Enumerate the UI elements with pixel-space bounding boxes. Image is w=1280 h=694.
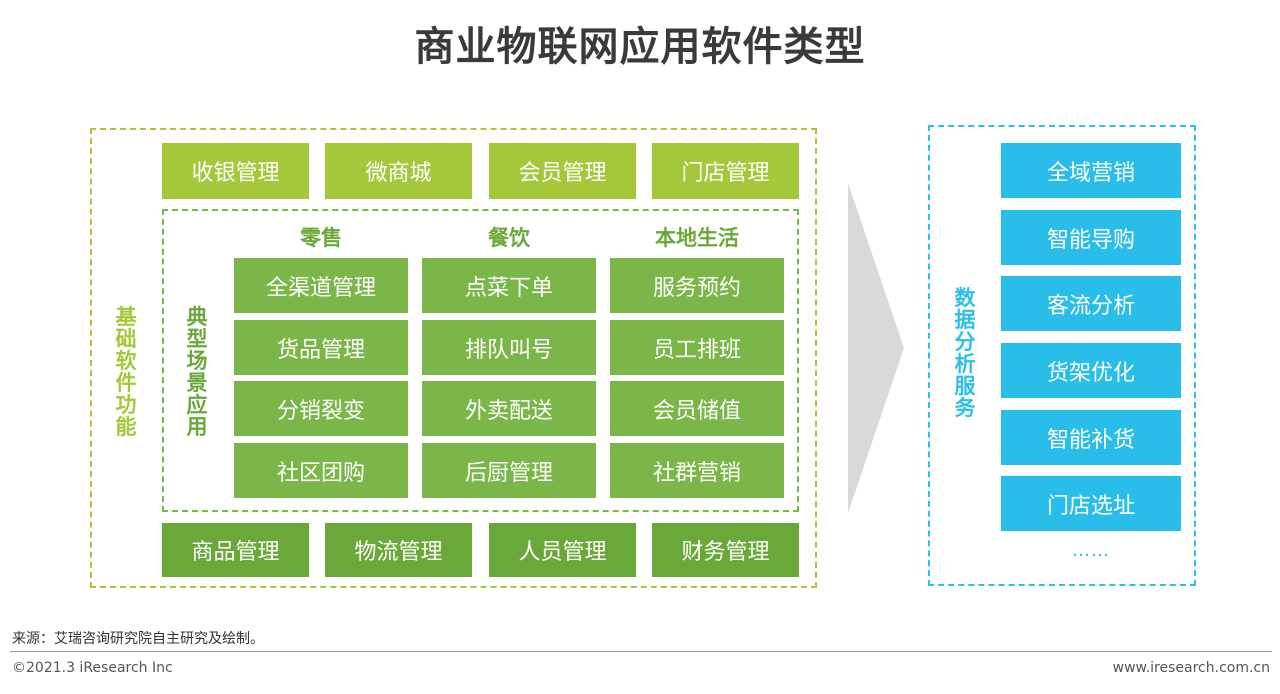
data-item: 智能导购 xyxy=(1001,210,1181,265)
scene-item: 货品管理 xyxy=(234,320,408,375)
flow-arrow-icon xyxy=(848,183,904,513)
scene-application-frame xyxy=(162,209,799,512)
scene-item: 员工排班 xyxy=(610,320,784,375)
vertical-label-char: 能 xyxy=(115,415,137,439)
base-software-frame xyxy=(90,128,817,588)
vertical-label-char: 数 xyxy=(954,286,976,310)
scene-item: 分销裂变 xyxy=(234,381,408,436)
vertical-label-char: 型 xyxy=(186,327,208,351)
vertical-label-char: 功 xyxy=(115,393,137,417)
data-item: 智能补货 xyxy=(1001,410,1181,465)
vertical-label-char: 景 xyxy=(186,371,208,395)
scene-item: 服务预约 xyxy=(610,258,784,313)
vertical-label-char: 件 xyxy=(115,371,137,395)
scene-item: 社群营销 xyxy=(610,443,784,498)
vertical-label-char: 析 xyxy=(954,352,976,376)
footer-divider xyxy=(10,651,1272,652)
vertical-label-char: 础 xyxy=(115,327,137,351)
scene-item: 会员储值 xyxy=(610,381,784,436)
data-item: 货架优化 xyxy=(1001,343,1181,398)
data-item: 门店选址 xyxy=(1001,476,1181,531)
scene-item: 排队叫号 xyxy=(422,320,596,375)
website-link[interactable]: www.iresearch.com.cn xyxy=(1112,660,1270,676)
scene-item: 社区团购 xyxy=(234,443,408,498)
data-ellipsis: …… xyxy=(1072,540,1110,561)
scene-item: 外卖配送 xyxy=(422,381,596,436)
vertical-label-char: 软 xyxy=(115,349,137,373)
data-item: 客流分析 xyxy=(1001,276,1181,331)
data-service-label: 数据分析服务 xyxy=(950,287,980,419)
column-heading-catering: 餐饮 xyxy=(488,226,530,250)
bottom-item-logistics: 物流管理 xyxy=(325,523,472,577)
bottom-item-finance: 财务管理 xyxy=(652,523,799,577)
page-title: 商业物联网应用软件类型 xyxy=(414,24,866,70)
vertical-label-char: 典 xyxy=(186,305,208,329)
vertical-label-char: 场 xyxy=(186,349,208,373)
scene-item: 全渠道管理 xyxy=(234,258,408,313)
vertical-label-char: 服 xyxy=(954,374,976,398)
copyright: ©2021.3 iResearch Inc xyxy=(12,660,173,676)
top-item-store: 门店管理 xyxy=(652,143,799,199)
vertical-label-char: 务 xyxy=(954,396,976,420)
bottom-item-personnel: 人员管理 xyxy=(489,523,636,577)
bottom-item-goods: 商品管理 xyxy=(162,523,309,577)
top-item-cashier: 收银管理 xyxy=(162,143,309,199)
column-heading-retail: 零售 xyxy=(300,226,342,250)
vertical-label-char: 据 xyxy=(954,308,976,332)
top-item-member: 会员管理 xyxy=(489,143,636,199)
scene-item: 点菜下单 xyxy=(422,258,596,313)
source-note: 来源：艾瑞咨询研究院自主研究及绘制。 xyxy=(12,631,264,647)
vertical-label-char: 分 xyxy=(954,330,976,354)
column-heading-local-life: 本地生活 xyxy=(655,226,739,250)
scene-item: 后厨管理 xyxy=(422,443,596,498)
vertical-label-char: 应 xyxy=(186,393,208,417)
data-item: 全域营销 xyxy=(1001,143,1181,198)
vertical-label-char: 用 xyxy=(186,415,208,439)
vertical-label-char: 基 xyxy=(115,305,137,329)
scene-application-label: 典型场景应用 xyxy=(182,306,212,438)
top-item-mall: 微商城 xyxy=(325,143,472,199)
base-software-label: 基础软件功能 xyxy=(111,306,141,438)
data-service-frame xyxy=(928,125,1196,586)
